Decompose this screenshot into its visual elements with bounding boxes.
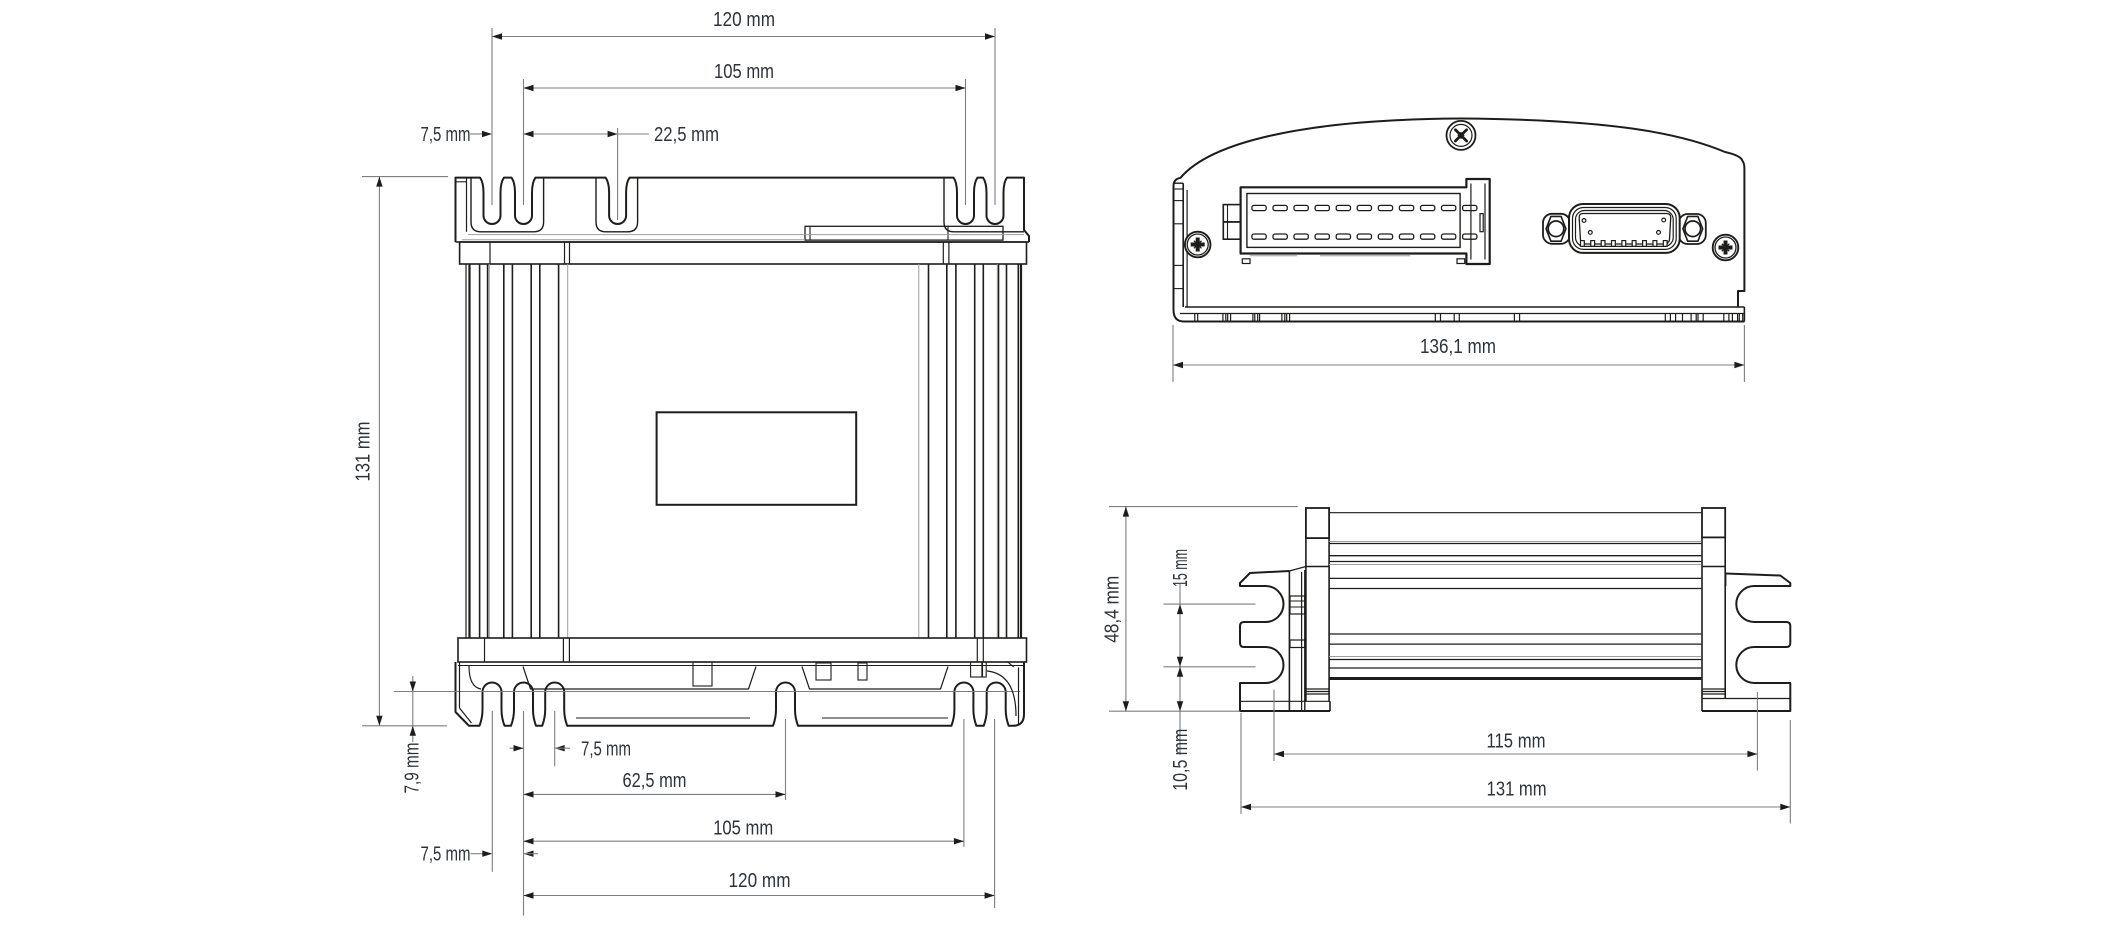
svg-text:7,9 mm: 7,9 mm [402,743,424,794]
svg-text:105 mm: 105 mm [714,61,774,83]
svg-text:7,5 mm: 7,5 mm [421,844,471,866]
svg-text:120 mm: 120 mm [729,870,791,892]
svg-text:120 mm: 120 mm [713,9,775,31]
svg-text:105 mm: 105 mm [713,817,773,839]
svg-text:62,5 mm: 62,5 mm [623,770,687,792]
svg-text:131 mm: 131 mm [1487,779,1547,801]
svg-text:115 mm: 115 mm [1487,731,1546,753]
svg-text:136,1 mm: 136,1 mm [1420,336,1496,358]
svg-text:48,4 mm: 48,4 mm [1101,576,1123,643]
svg-text:15 mm: 15 mm [1170,549,1192,587]
svg-text:10,5 mm: 10,5 mm [1170,729,1192,791]
svg-text:7,5 mm: 7,5 mm [581,739,631,761]
svg-text:7,5 mm: 7,5 mm [421,124,471,146]
svg-text:22,5 mm: 22,5 mm [654,124,719,146]
svg-text:131 mm: 131 mm [353,422,375,482]
